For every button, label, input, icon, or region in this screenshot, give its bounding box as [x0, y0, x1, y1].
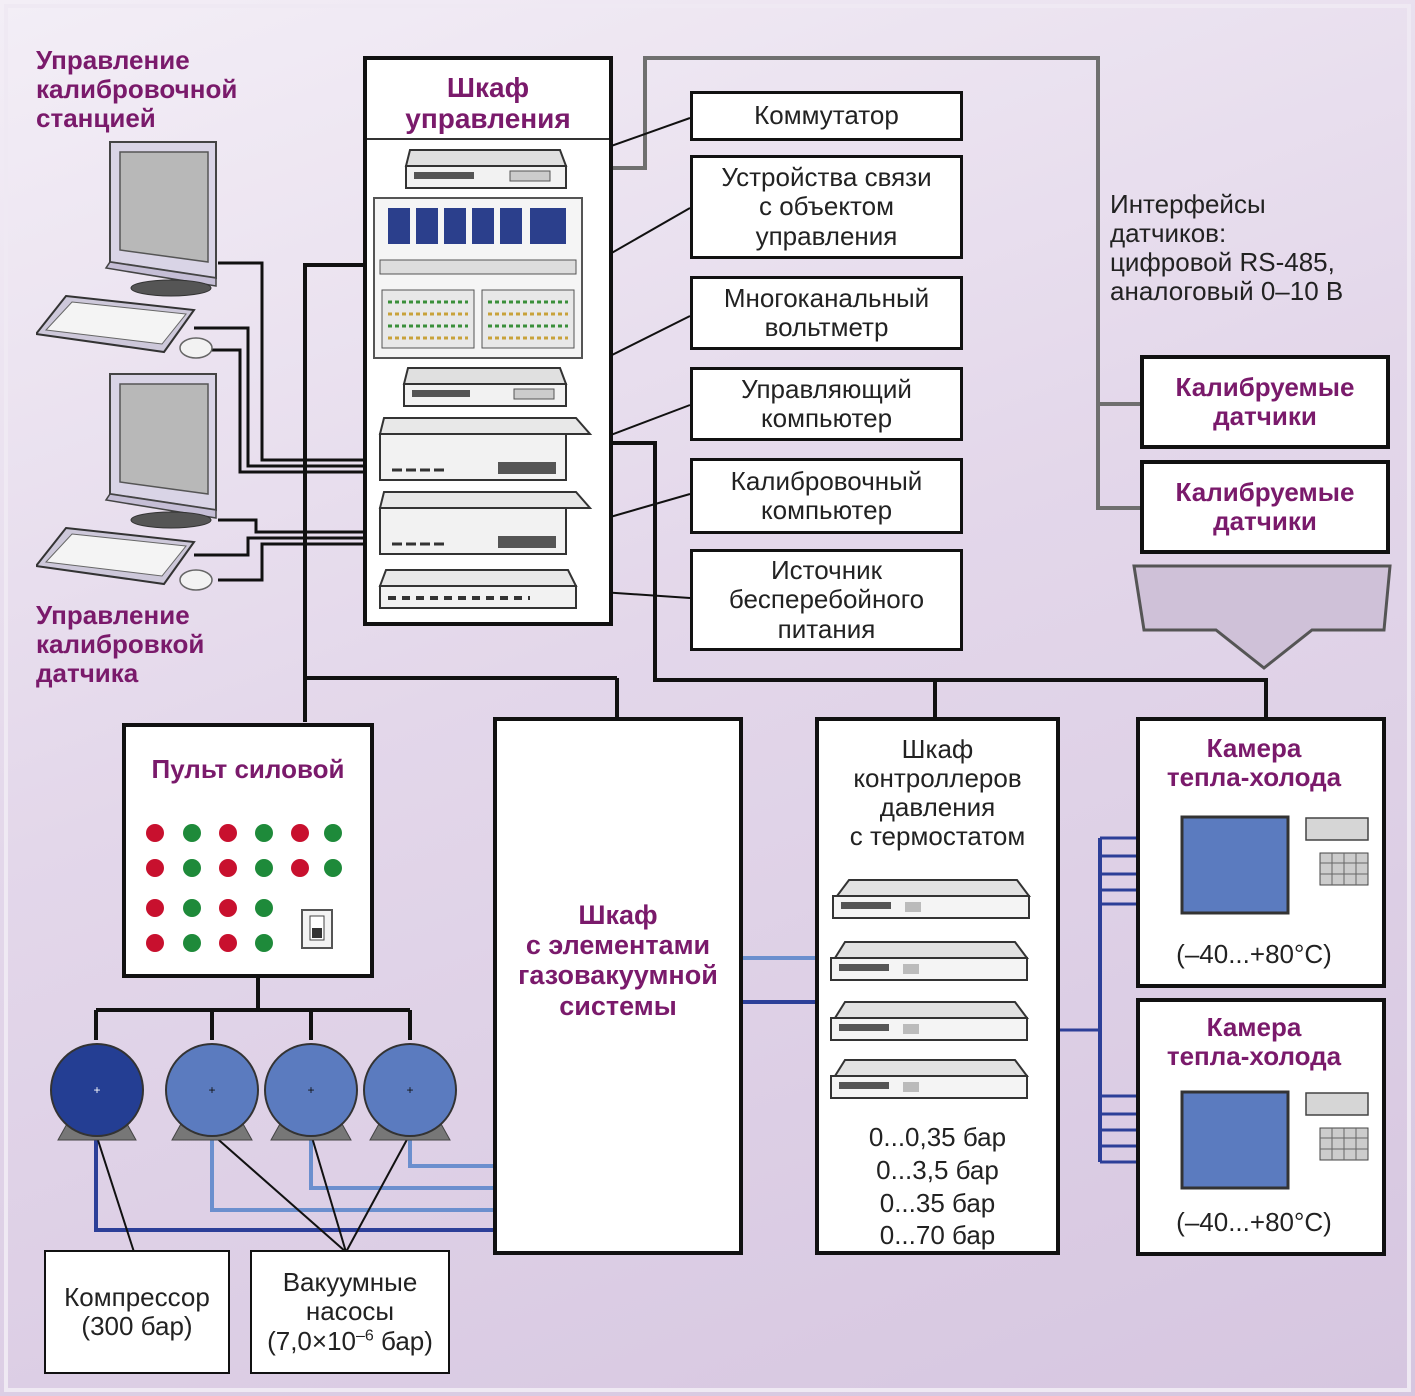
pumps: + + + + [50, 1043, 457, 1141]
label-io-devices: Устройства связи с объектом управления [690, 155, 963, 259]
power-console-title: Пульт силовой [151, 754, 345, 784]
chamber-window-icon [1180, 1090, 1290, 1190]
monitor-icon[interactable] [104, 141, 217, 297]
station-control-label: Управление калибровочной станцией [36, 45, 238, 134]
compressor-label: Компрессор (300 бар) [44, 1250, 230, 1374]
voltmeter-icon[interactable] [402, 367, 568, 407]
vacuum-pump-icon[interactable]: + [165, 1043, 259, 1141]
chamber-1-range: (–40...+80°C) [1176, 939, 1332, 969]
pressure-controller-cabinet [815, 717, 1060, 1255]
power-switch-icon[interactable] [301, 909, 333, 949]
network-switch-icon[interactable] [404, 149, 568, 189]
calibrated-sensors-2: Калибруемые датчики [1140, 460, 1390, 554]
chamber-2-range: (–40...+80°C) [1176, 1207, 1332, 1237]
svg-text:+: + [307, 1083, 314, 1097]
label-switch: Коммутатор [690, 91, 963, 141]
calibrated-sensors-1: Калибруемые датчики [1140, 355, 1390, 449]
workstation-2 [36, 373, 217, 591]
label-ups: Источник бесперебойного питания [690, 549, 963, 651]
workstation-1 [36, 141, 217, 359]
monitor-icon[interactable] [104, 373, 217, 529]
pressure-cabinet-title: Шкаф контроллеров давления с термостатом [849, 734, 1026, 852]
chamber-1-title: Камера тепла-холода [1166, 733, 1342, 793]
compressor-icon[interactable]: + [50, 1043, 144, 1141]
gas-vacuum-cabinet-title: Шкаф с элементами газовакуумной системы [518, 900, 718, 1021]
display-icon [1305, 1092, 1369, 1116]
mouse-icon[interactable] [179, 569, 213, 591]
pressure-controllers [830, 879, 1031, 1099]
cabinet-divider [367, 138, 609, 140]
display-icon [1305, 817, 1369, 841]
vacuum-pumps-tail: бар) [373, 1325, 433, 1356]
control-cabinet-title: Шкаф управления [405, 72, 571, 135]
chamber-window-icon [1180, 815, 1290, 915]
pressure-controller-icon[interactable] [830, 941, 1029, 981]
keypad-icon[interactable] [1319, 852, 1369, 886]
svg-text:+: + [406, 1083, 413, 1097]
ups-icon[interactable] [378, 569, 578, 609]
label-calibration-computer: Калибровочный компьютер [690, 458, 963, 534]
io-modules-icon[interactable] [373, 197, 583, 359]
rack-equipment [373, 149, 593, 609]
svg-text:+: + [208, 1083, 215, 1097]
chamber-1-panel [1180, 815, 1369, 915]
vacuum-pumps-label: Вакуумные насосы (7,0×10–6 бар) [250, 1250, 450, 1374]
keyboard-icon[interactable] [36, 526, 196, 586]
vacuum-pumps-main: Вакуумные насосы (7,0×10 [267, 1267, 418, 1356]
arrow-down-icon [1132, 564, 1392, 670]
keypad-icon[interactable] [1319, 1127, 1369, 1161]
vacuum-pump-icon[interactable]: + [363, 1043, 457, 1141]
vacuum-pumps-exponent: –6 [356, 1326, 374, 1344]
pressure-ranges: 0...0,35 бар 0...3,5 бар 0...35 бар 0...… [868, 1122, 1007, 1251]
control-computer-icon[interactable] [378, 417, 593, 481]
mouse-icon[interactable] [179, 337, 213, 359]
sensor-control-label: Управление калибровкой датчика [36, 600, 205, 689]
label-voltmeter: Многоканальный вольтметр [690, 276, 963, 350]
vacuum-pump-icon[interactable]: + [264, 1043, 358, 1141]
svg-text:+: + [93, 1083, 100, 1097]
sensor-interfaces-text: Интерфейсы датчиков: цифровой RS-485, ан… [1110, 189, 1344, 307]
gas-vacuum-cabinet [493, 717, 743, 1255]
pressure-controller-icon[interactable] [832, 879, 1031, 919]
chamber-2-panel [1180, 1090, 1369, 1190]
keyboard-icon[interactable] [36, 294, 196, 354]
calibration-computer-icon[interactable] [378, 491, 593, 555]
label-control-computer: Управляющий компьютер [690, 367, 963, 441]
pressure-controller-icon[interactable] [830, 1059, 1029, 1099]
chamber-2-title: Камера тепла-холода [1166, 1012, 1342, 1072]
pressure-controller-icon[interactable] [830, 1001, 1029, 1041]
indicator-panel [146, 824, 342, 952]
